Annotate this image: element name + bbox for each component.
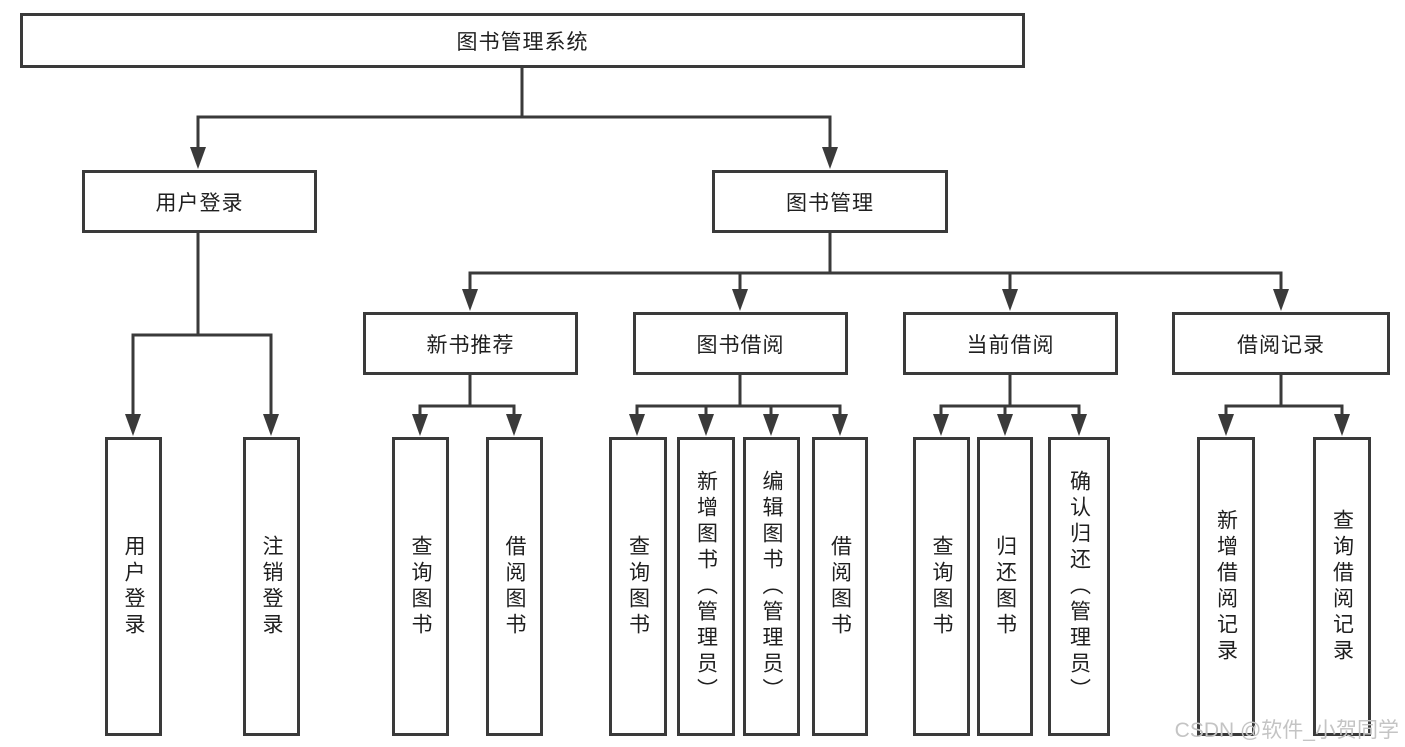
arrowheads [125,147,1350,436]
node-book-borrow: 图书借阅 [633,312,848,375]
leaf-add-books-admin: 新增图书（管理员） [677,437,735,736]
leaf-edit-books-admin: 编辑图书（管理员） [743,437,800,736]
leaf-borrow-books-2-label: 借阅图书 [828,534,852,639]
leaf-add-borrow-record: 新增借阅记录 [1197,437,1255,736]
node-borrow-records: 借阅记录 [1172,312,1390,375]
leaf-query-books-3: 查询图书 [913,437,970,736]
leaf-query-books-1-label: 查询图书 [409,534,432,639]
connector-group [131,68,1344,418]
leaf-user-login-label: 用户登录 [122,534,145,639]
leaf-add-borrow-record-label: 新增借阅记录 [1214,508,1238,665]
leaf-edit-books-admin-label: 编辑图书（管理员） [760,469,783,704]
leaf-query-borrow-record-label: 查询借阅记录 [1330,508,1354,665]
node-root-label: 图书管理系统 [456,30,589,54]
leaf-add-books-admin-label: 新增图书（管理员） [694,469,718,704]
leaf-confirm-return-admin: 确认归还（管理员） [1048,437,1110,736]
leaf-return-books-label: 归还图书 [993,534,1017,639]
node-book-management: 图书管理 [712,170,948,233]
leaf-borrow-books-1: 借阅图书 [486,437,543,736]
node-user-login-label: 用户登录 [155,191,244,215]
node-new-books: 新书推荐 [363,312,578,375]
leaf-logout-label: 注销登录 [260,534,283,639]
node-current-borrow: 当前借阅 [903,312,1118,375]
leaf-query-books-2: 查询图书 [609,437,667,736]
node-user-login: 用户登录 [82,170,317,233]
csdn-watermark: CSDN @软件_小贺同学 [1174,719,1399,742]
leaf-query-books-1: 查询图书 [392,437,449,736]
node-current-borrow-label: 当前借阅 [966,333,1055,357]
leaf-logout: 注销登录 [243,437,300,736]
leaf-query-books-2-label: 查询图书 [626,534,650,639]
leaf-borrow-books-1-label: 借阅图书 [503,534,526,639]
node-borrow-records-label: 借阅记录 [1237,333,1325,357]
node-book-borrow-label: 图书借阅 [696,333,785,357]
leaf-borrow-books-2: 借阅图书 [812,437,868,736]
leaf-confirm-return-admin-label: 确认归还（管理员） [1067,469,1091,704]
leaf-query-borrow-record: 查询借阅记录 [1313,437,1371,736]
node-book-management-label: 图书管理 [786,191,874,215]
leaf-return-books: 归还图书 [977,437,1033,736]
node-root: 图书管理系统 [20,13,1025,68]
node-new-books-label: 新书推荐 [426,333,515,357]
leaf-user-login: 用户登录 [105,437,162,736]
leaf-query-books-3-label: 查询图书 [930,534,953,639]
